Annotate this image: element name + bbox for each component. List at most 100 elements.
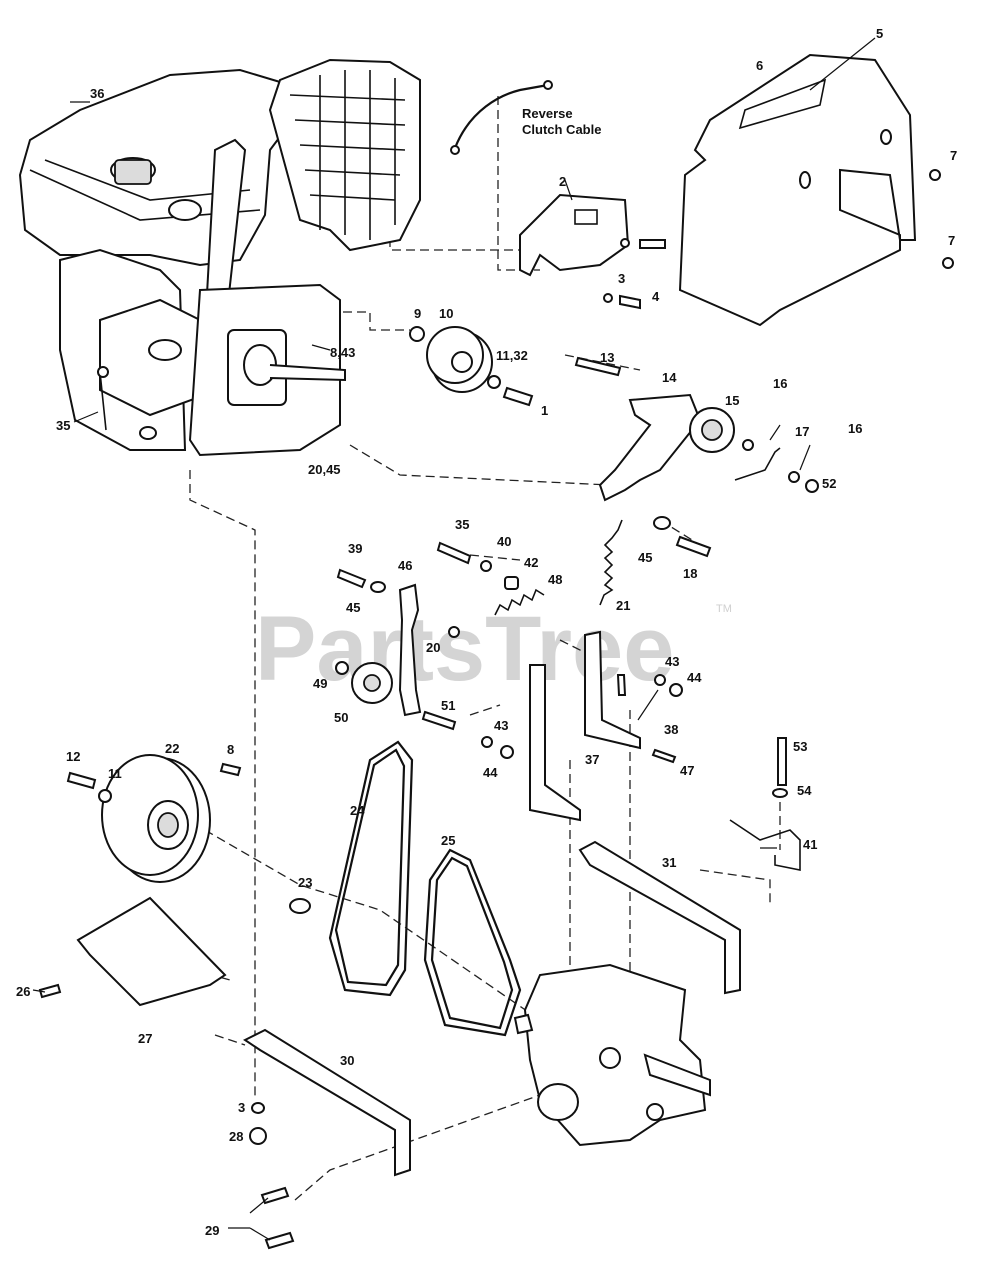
label-8: 8 [227,742,234,757]
part-49-nut [335,661,349,675]
part-51-bolt [421,710,457,731]
part-18-bolt [675,535,712,558]
part-52-nut [805,479,819,493]
part-35-bolt [436,541,472,565]
gearbox [513,963,711,1147]
label-9: 9 [414,306,421,321]
label-7-upper: 7 [950,148,957,163]
label-29: 29 [205,1223,219,1238]
part-15-idler-pulley [689,407,735,453]
label-48: 48 [548,572,562,587]
part-43-washer-b [654,674,666,686]
part-2-bracket [519,193,630,277]
cable-label-line2: Clutch Cable [522,122,601,137]
label-11: 11 [108,766,122,781]
part-38-bolt [616,674,627,696]
label-30: 30 [340,1053,354,1068]
label-43-b: 43 [665,654,679,669]
label-13: 13 [600,350,614,365]
part-7-nut-lower [942,257,954,269]
label-26: 26 [16,984,30,999]
label-14: 14 [662,370,677,385]
label-4: 4 [652,289,660,304]
callout-labels: Reverse Clutch Cable 36 35 2 3 4 5 6 7 7… [16,26,957,1238]
engine [18,58,421,457]
part-50-idler-pulley [351,662,393,704]
part-45-washer-a [653,516,671,530]
part-40-washer [480,560,492,572]
label-38: 38 [664,722,678,737]
label-20-45: 20,45 [308,462,341,477]
part-7-nut-upper [929,169,941,181]
label-53: 53 [793,739,807,754]
part-23-washer [289,898,311,914]
part-39-bolt [336,568,367,589]
label-47: 47 [680,763,694,778]
part-24-belt [328,740,414,997]
part-44-nut-b [669,683,683,697]
label-41: 41 [803,837,817,852]
part-9-key [409,326,425,342]
part-41-rod [729,819,801,871]
label-7-lower: 7 [948,233,955,248]
label-24: 24 [350,803,365,818]
label-17: 17 [795,424,809,439]
part-28-nut [249,1127,267,1145]
part-27-plate [76,896,227,1007]
label-31: 31 [662,855,676,870]
part-44-nut-a [500,745,514,759]
label-11-32: 11,32 [496,348,528,363]
part-38-bracket [584,630,641,750]
label-10: 10 [439,306,453,321]
watermark: PartsTree [255,598,674,700]
part-25-belt [423,848,522,1037]
label-16-b: 16 [848,421,862,436]
part-22-drive-pulley [101,754,211,883]
label-16-a: 16 [773,376,787,391]
reverse-clutch-cable [450,80,553,155]
part-29-bolt-upper [260,1186,290,1205]
part-12-bolt [66,771,97,790]
part-17-spring [734,447,781,481]
part-53-bolt [777,737,787,786]
label-45-b: 45 [346,600,360,615]
part-42-spacer [504,576,519,590]
label-49: 49 [313,676,327,691]
label-43-a: 43 [494,718,508,733]
label-44-a: 44 [483,765,498,780]
watermark-tm: TM [716,603,732,615]
part-13-bolt [574,356,622,377]
label-3-b: 3 [238,1100,245,1115]
label-15: 15 [725,393,739,408]
part-1-bolt [502,386,534,407]
label-39: 39 [348,541,362,556]
part-26-screw [38,983,62,999]
part-16-washer-b [788,471,800,483]
part-21-spring [599,519,623,606]
part-47-bolt [651,748,677,764]
part-3-4-hardware [603,238,666,310]
label-5: 5 [876,26,883,41]
label-22: 22 [165,741,179,756]
part-2-slot [574,209,598,225]
part-6-belt-cover [678,53,917,327]
label-35-b: 35 [455,517,469,532]
label-25: 25 [441,833,455,848]
part-14-idler-arm [598,393,702,502]
label-52: 52 [822,476,836,491]
part-10-engine-pulley [426,326,493,393]
label-40: 40 [497,534,511,549]
label-6: 6 [756,58,763,73]
label-46: 46 [398,558,412,573]
label-50: 50 [334,710,348,725]
label-54: 54 [797,783,812,798]
part-24-belt-inner [334,748,406,987]
label-27: 27 [138,1031,152,1046]
label-20: 20 [426,640,440,655]
label-2: 2 [559,174,566,189]
label-42: 42 [524,555,538,570]
part-30-bracket [243,1028,411,1177]
part-54-washer [772,788,788,798]
part-31-bracket [578,840,741,995]
part-37-bracket [529,664,581,822]
